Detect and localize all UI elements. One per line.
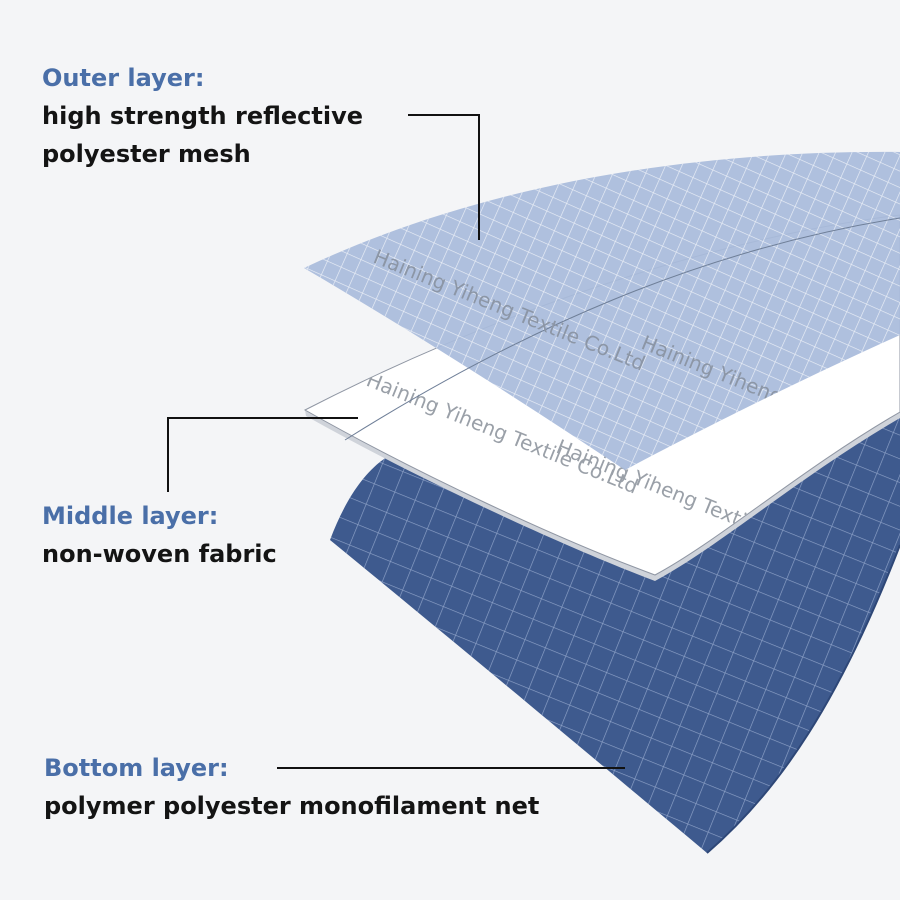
outer-layer-seam xyxy=(344,217,900,441)
middle-layer-heading: Middle layer: xyxy=(42,502,219,530)
bottom-layer-label: Bottom layer: polymer polyester monofila… xyxy=(44,749,539,825)
bottom-layer-description: polymer polyester monofilament net xyxy=(44,792,540,820)
middle-layer-thickness xyxy=(305,410,900,581)
outer-layer-mesh xyxy=(304,151,900,470)
bottom-layer-net xyxy=(330,418,900,853)
bottom-layer-heading: Bottom layer: xyxy=(44,754,229,782)
middle-layer-description: non-woven fabric xyxy=(42,540,277,568)
outer-layer-description: high strength reflective polyester mesh xyxy=(42,102,364,168)
middle-layer-label: Middle layer: non-woven fabric xyxy=(42,497,277,573)
bottom-layer-edge xyxy=(706,544,900,854)
outer-layer-leader-line xyxy=(408,114,480,240)
middle-layer-leader-line xyxy=(167,417,358,492)
bottom-layer-sheet xyxy=(330,418,900,854)
outer-layer-heading: Outer layer: xyxy=(42,64,205,92)
outer-layer-label: Outer layer: high strength reflective po… xyxy=(42,59,387,173)
